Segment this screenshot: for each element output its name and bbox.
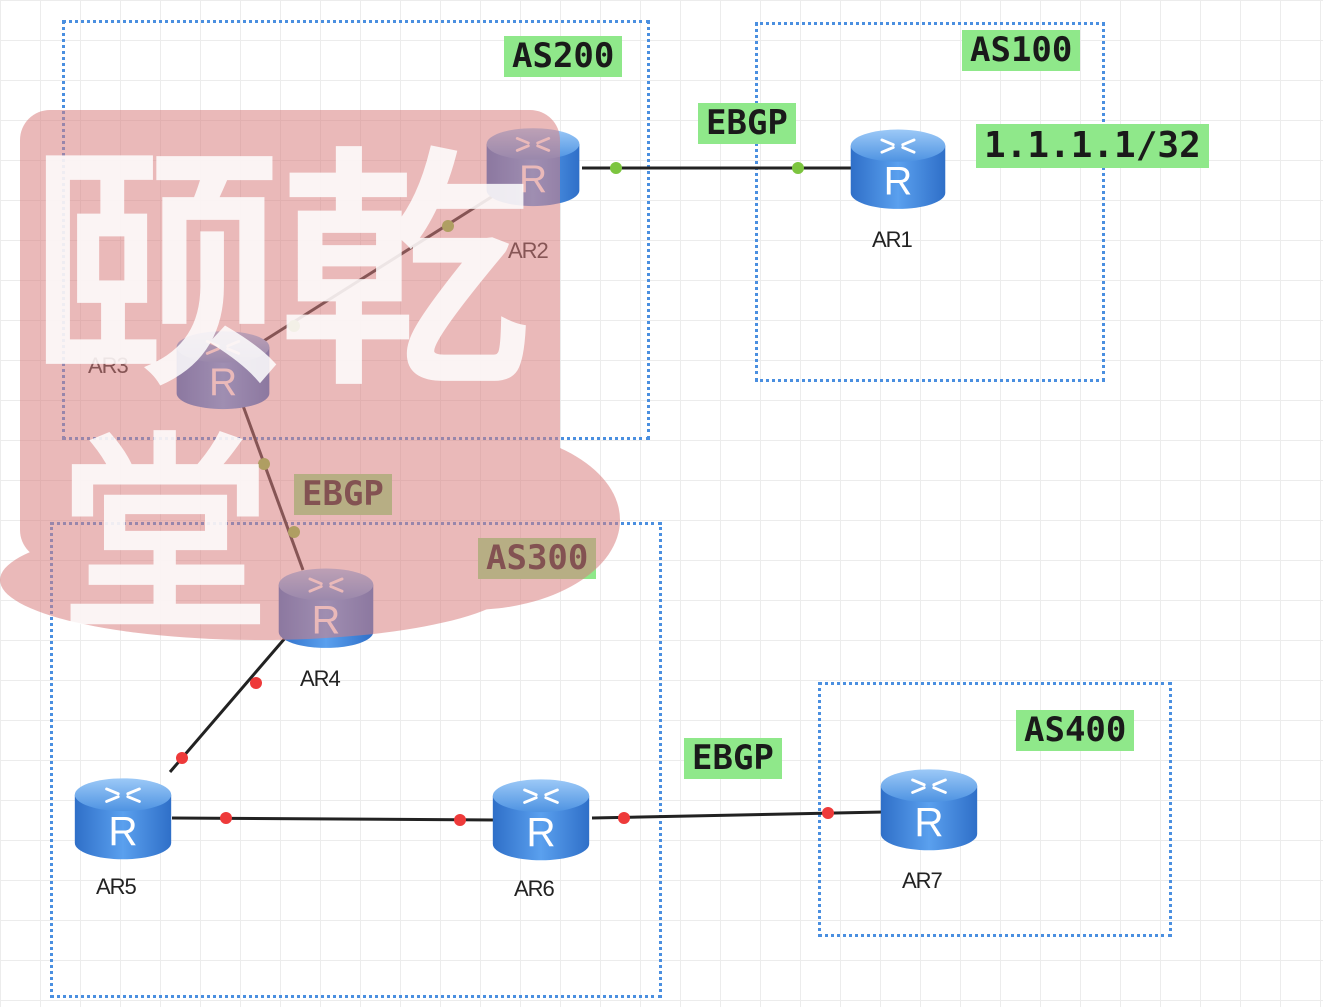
router-label-ar7: AR7 (902, 868, 943, 893)
router-label-ar3: AR3 (88, 353, 129, 378)
router-ar1[interactable]: R (846, 117, 950, 212)
link-ar6-ar7[interactable] (591, 810, 885, 820)
router-ar5[interactable]: R (70, 765, 176, 863)
port-dot (822, 807, 834, 819)
router-glyph: R (312, 599, 341, 643)
loopback-label: 1.1.1.1/32 (976, 124, 1209, 168)
ebgp-label-ar3-ar4: EBGP (294, 474, 392, 516)
port-dot (176, 752, 188, 764)
port-dot (792, 162, 804, 174)
port-dot (288, 526, 300, 538)
router-glyph: R (884, 160, 913, 204)
router-glyph: R (108, 808, 137, 854)
as100-label: AS100 (962, 30, 1081, 72)
link-ar4-ar5[interactable] (168, 629, 294, 773)
ebgp-label-ar6-ar7: EBGP (684, 738, 782, 780)
router-ar6[interactable]: R (488, 766, 594, 864)
port-dot (618, 812, 630, 824)
router-glyph: R (914, 799, 943, 845)
port-dot (442, 220, 454, 232)
port-dot (454, 814, 466, 826)
router-glyph: R (526, 809, 555, 855)
router-ar2[interactable]: R (482, 115, 584, 210)
router-label-ar5: AR5 (96, 874, 137, 899)
port-dot (250, 677, 262, 689)
router-glyph: R (209, 361, 237, 404)
as300-label: AS300 (478, 538, 597, 580)
port-dot (610, 162, 622, 174)
router-ar7[interactable]: R (876, 756, 982, 854)
link-ar2-ar3[interactable] (261, 194, 494, 344)
as200-label: AS200 (504, 36, 623, 78)
router-label-ar2: AR2 (508, 238, 549, 263)
as400-zone (818, 682, 1172, 937)
port-dot (288, 320, 300, 332)
router-ar3[interactable]: R (172, 318, 274, 413)
ebgp-label-ar2-ar1: EBGP (698, 103, 796, 145)
port-dot (258, 458, 270, 470)
router-label-ar1: AR1 (872, 227, 913, 252)
router-glyph: R (519, 158, 547, 201)
as400-label: AS400 (1016, 710, 1135, 752)
as100-zone (755, 22, 1105, 382)
port-dot (220, 812, 232, 824)
router-label-ar4: AR4 (300, 666, 341, 691)
router-ar4[interactable]: R (274, 556, 378, 651)
router-label-ar6: AR6 (514, 876, 555, 901)
